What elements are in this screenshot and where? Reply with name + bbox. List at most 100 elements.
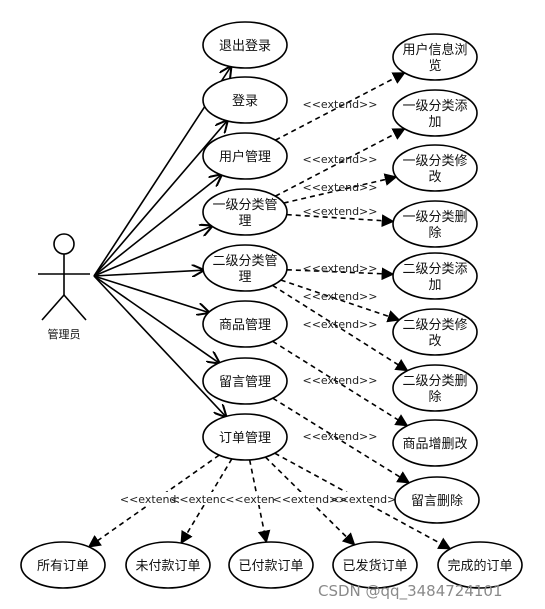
use-case-label: 一级分类添: [402, 99, 467, 114]
use-case-label: 改: [428, 334, 441, 349]
use-case-ellipse: [392, 33, 478, 81]
use-cases: 退出登录登录用户管理一级分类管理二级分类管理商品管理留言管理订单管理用户信息浏览…: [20, 21, 523, 589]
label-backdrop: [116, 492, 401, 505]
extend-label: <<extend>>: [303, 290, 378, 303]
extend-line-shipped-orders: [264, 456, 356, 546]
use-case-ellipse: [392, 364, 478, 412]
use-case-msg-mgmt: 留言管理: [202, 357, 288, 405]
use-case-user-mgmt: 用户管理: [202, 132, 288, 180]
actor-name: 管理员: [48, 327, 81, 341]
actor-leg-left: [41, 294, 65, 321]
use-case-msg-del: 留言删除: [394, 476, 480, 524]
use-case-ellipse: [202, 76, 288, 124]
use-case-label: 商品管理: [219, 318, 271, 333]
extend-line-user-browse: [275, 72, 406, 141]
association-login: [93, 121, 227, 277]
use-case-label: 退出登录: [219, 39, 271, 54]
use-case-label: 未付款订单: [135, 559, 200, 574]
use-case-ellipse: [202, 413, 288, 461]
use-case-unpaid-orders: 未付款订单: [125, 541, 211, 589]
use-case-label: 除: [428, 226, 441, 241]
use-case-label: 完成的订单: [447, 558, 512, 574]
use-case-ellipse: [392, 144, 478, 192]
use-case-label: 留言删除: [411, 494, 463, 509]
use-case-goods-mgmt: 商品管理: [202, 300, 288, 348]
use-case-ellipse: [125, 541, 211, 589]
use-case-shipped-orders: 已发货订单: [332, 541, 418, 589]
association-order-mgmt: [93, 275, 226, 417]
associations: [93, 67, 231, 417]
use-case-label: 一级分类删: [402, 210, 467, 225]
use-case-ellipse: [202, 300, 288, 348]
use-case-ellipse: [392, 419, 478, 467]
extend-line-cat1-edit: [283, 173, 398, 204]
use-case-ellipse: [202, 188, 288, 236]
use-case-goods-crud: 商品增删改: [392, 419, 478, 467]
association-msg-mgmt: [93, 275, 219, 363]
use-case-ellipse: [392, 252, 478, 300]
actor-head: [53, 233, 75, 255]
use-case-label: 览: [428, 58, 441, 74]
extend-relations: <<extend>> <<extend>> <<extend>> <<extend>>…: [87, 72, 452, 550]
use-case-ellipse: [332, 541, 418, 589]
use-case-label: 除: [428, 390, 441, 405]
use-case-label: 一级分类管: [212, 198, 277, 213]
extend-label: <<extend>>: [303, 181, 378, 194]
extend-label: <<extend>>: [331, 493, 406, 506]
association-cat1-mgmt: [93, 226, 212, 277]
extend-label: <<extenc: [170, 493, 226, 506]
watermark: CSDN @qq_3484724101: [318, 582, 503, 601]
extend-label: <<exten: [225, 493, 275, 506]
use-case-label: 二级分类添: [402, 262, 467, 277]
use-case-all-orders: 所有订单: [20, 541, 106, 589]
use-case-label: 所有订单: [37, 559, 89, 574]
use-case-ellipse: [202, 21, 288, 69]
extend-label: <<extend>>: [303, 262, 378, 275]
extend-label: <<extend>>: [303, 205, 378, 218]
use-case-ellipse: [392, 308, 478, 356]
association-cat2-mgmt: [93, 270, 203, 276]
use-case-label: 理: [238, 214, 251, 229]
use-case-ellipse: [394, 476, 480, 524]
extend-label: <<extend>>: [303, 374, 378, 387]
extend-label: <<extend>>: [303, 98, 378, 111]
association-goods-mgmt: [93, 275, 209, 312]
extend-line-paid-orders: [248, 459, 271, 544]
extend-label: <<extend>>: [303, 153, 378, 166]
use-case-ellipse: [20, 541, 106, 589]
use-case-label: 用户管理: [219, 149, 271, 165]
use-case-ellipse: [392, 200, 478, 248]
use-case-label: 登录: [232, 94, 258, 109]
association-user-mgmt: [93, 175, 221, 277]
use-case-ellipse: [392, 89, 478, 137]
use-case-label: 二级分类删: [402, 374, 467, 389]
use-case-ellipse: [437, 541, 523, 589]
actor-leg-right: [63, 294, 87, 321]
use-case-label: 二级分类管: [212, 254, 277, 269]
use-case-label: 留言管理: [219, 375, 271, 390]
use-case-label: 已付款订单: [238, 559, 303, 574]
actor: 管理员: [38, 233, 90, 341]
extend-line-cat1-add: [275, 128, 406, 197]
use-case-label: 加: [428, 115, 441, 130]
extend-label: <<extend>>: [303, 430, 378, 443]
use-case-label: 用户信息浏: [402, 42, 467, 58]
use-case-label: 一级分类修: [402, 154, 467, 169]
use-case-label: 订单管理: [219, 431, 271, 446]
use-case-ellipse: [202, 357, 288, 405]
use-case-order-mgmt: 订单管理: [202, 413, 288, 461]
extend-label: <<extend>>: [303, 318, 378, 331]
use-case-label: 理: [238, 270, 251, 285]
use-case-login: 登录: [202, 76, 288, 124]
use-case-ellipse: [202, 244, 288, 292]
use-case-label: 二级分类修: [402, 318, 467, 333]
